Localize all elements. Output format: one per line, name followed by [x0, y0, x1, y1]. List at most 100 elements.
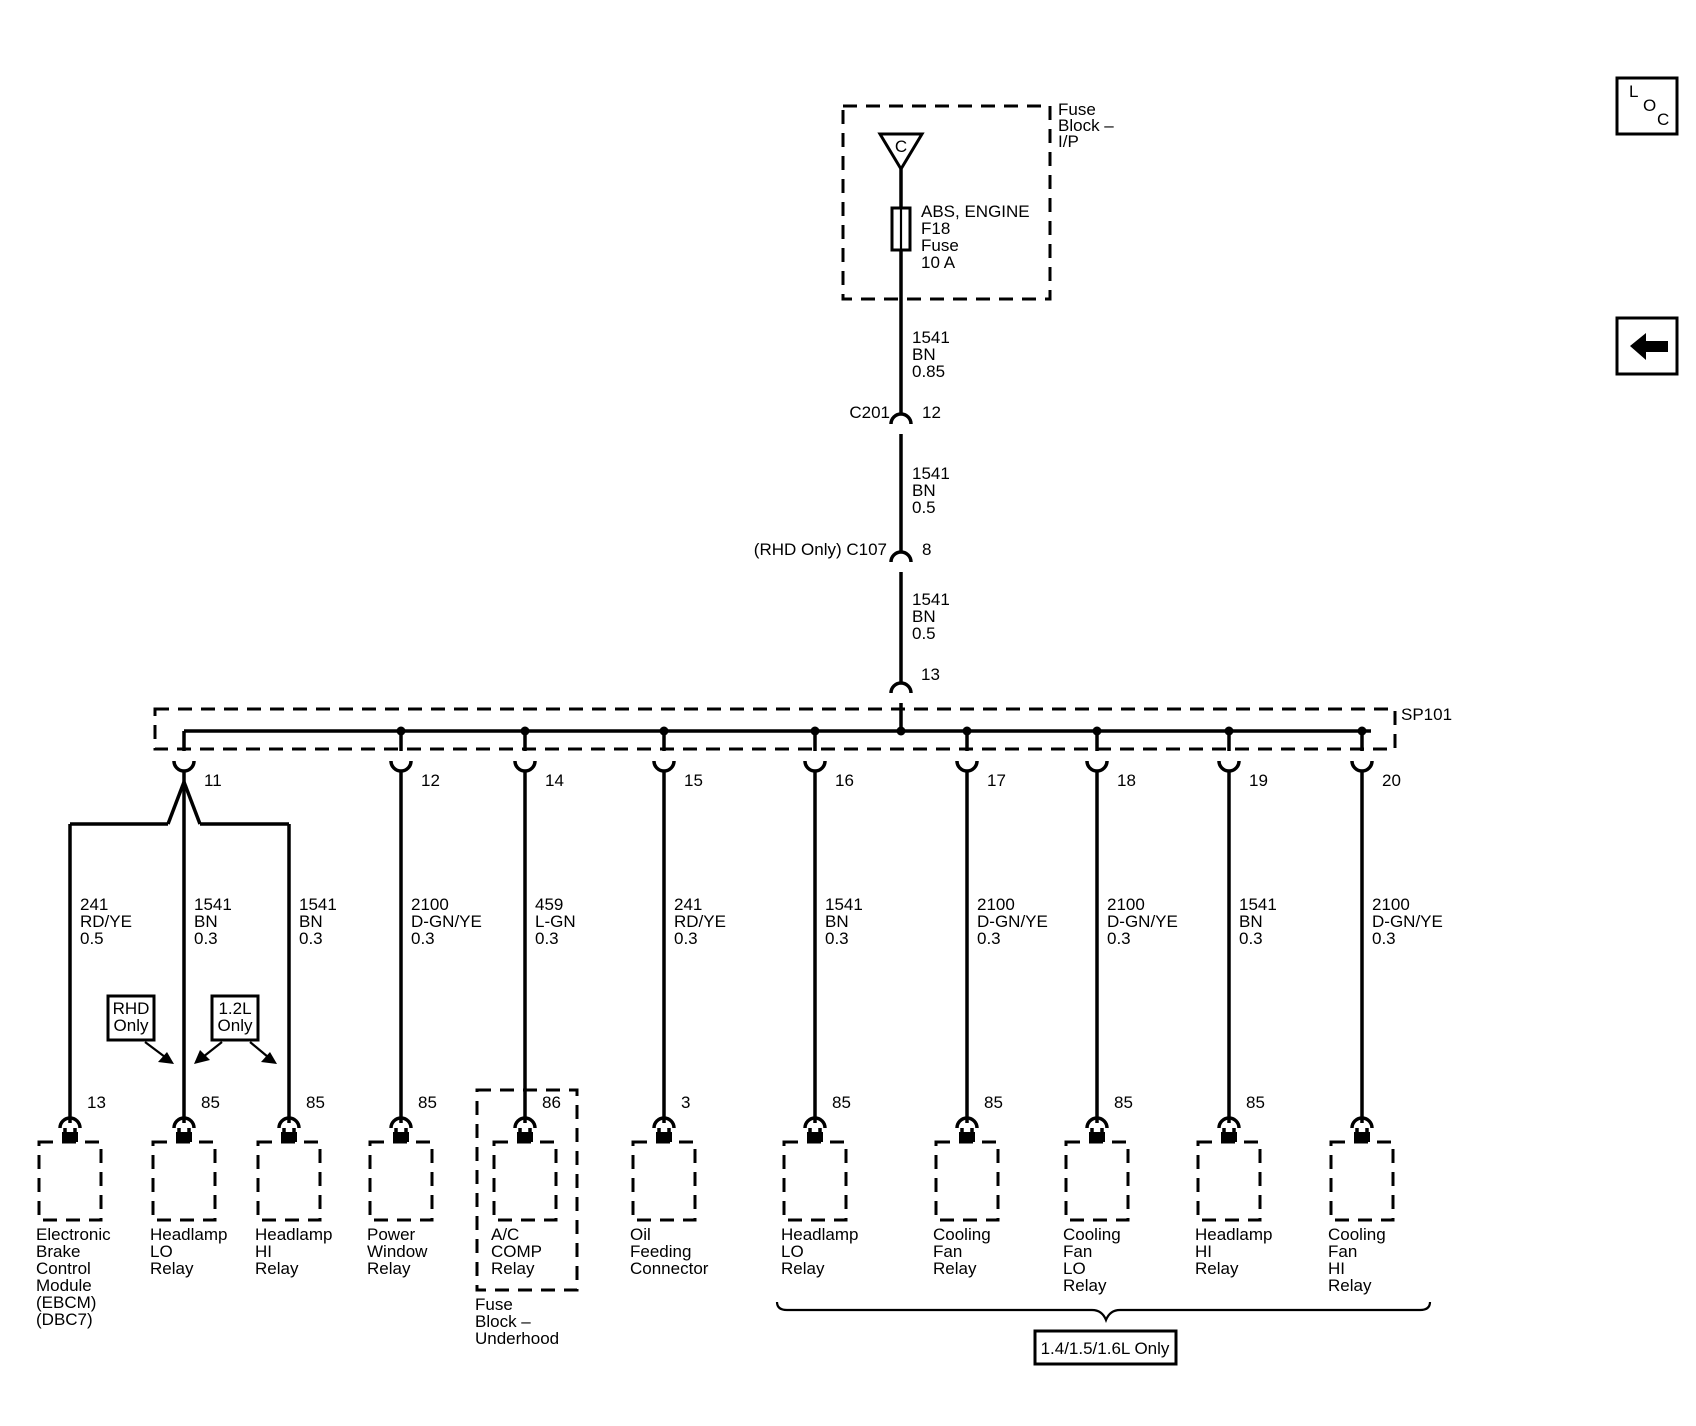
back-button[interactable]	[1615, 316, 1679, 376]
wire-seg2-color: BN	[912, 481, 936, 500]
main-feed-wire: 1541 BN 0.85 1541 BN 0.5 1541 BN 0.5 C20…	[754, 250, 950, 730]
splice-tap-pin: 19	[1249, 771, 1268, 790]
component-pin: 3	[681, 1093, 690, 1112]
splice-tap-pin: 11	[204, 771, 222, 790]
only-12l-left-arrow-icon	[194, 1050, 210, 1064]
splice-tap-pin: 12	[421, 771, 440, 790]
wire-size: 0.3	[977, 929, 1001, 948]
power-source-icon	[877, 132, 925, 172]
fuse-block-ip-label-2: Block –	[1058, 116, 1114, 135]
component-name-line: Cooling	[933, 1225, 991, 1244]
component-name-line: HI	[1195, 1242, 1212, 1261]
wire-size: 0.3	[1107, 929, 1131, 948]
splice-tap-20: 20	[1350, 726, 1401, 1118]
wire-seg3-size: 0.5	[912, 624, 936, 643]
component-name-line: A/C	[491, 1225, 519, 1244]
wire-color: D-GN/YE	[1107, 912, 1178, 931]
component-box	[782, 1140, 848, 1222]
splice-connector-icon	[172, 760, 196, 773]
component-name-line: Fan	[1063, 1242, 1092, 1261]
component-name-line: Brake	[36, 1242, 80, 1261]
splice-tap-14: 14	[513, 726, 564, 1118]
component-name-line: Module	[36, 1276, 92, 1295]
wire-size: 0.3	[825, 929, 849, 948]
wire-circuit-number: 1541	[825, 895, 863, 914]
c201-pin: 12	[922, 403, 941, 422]
component-name-line: Power	[367, 1225, 416, 1244]
wire-circuit-number: 1541	[194, 895, 232, 914]
component-name-line: (EBCM)	[36, 1293, 96, 1312]
component-name-line: Feeding	[630, 1242, 691, 1261]
component-name-line: Headlamp	[781, 1225, 859, 1244]
wire-circuit-number: 1541	[1239, 895, 1277, 914]
wire-size: 0.3	[1239, 929, 1263, 948]
component-name-line: LO	[1063, 1259, 1086, 1278]
component-name-line: Relay	[1195, 1259, 1239, 1278]
splice-connector-icon	[652, 760, 676, 773]
component-name-line: COMP	[491, 1242, 542, 1261]
wire-circuit-number: 241	[674, 895, 702, 914]
fuse-label-2: F18	[921, 219, 950, 238]
component-name-line: Relay	[367, 1259, 411, 1278]
wire-seg1-size: 0.85	[912, 362, 945, 381]
wire-seg2-size: 0.5	[912, 498, 936, 517]
splice-tap-18: 18	[1085, 726, 1136, 1118]
sp101-input-pin: 13	[921, 665, 940, 684]
underhood-label-1: Fuse	[475, 1295, 513, 1314]
wire-seg3-color: BN	[912, 607, 936, 626]
wire-color: RD/YE	[674, 912, 726, 931]
fuse-block-ip: Fuse Block – I/P C ABS, ENGINE F18 Fuse …	[841, 100, 1114, 301]
wire-circuit-number: 459	[535, 895, 563, 914]
wire-color: BN	[194, 912, 218, 931]
splice-tap-pin: 16	[835, 771, 854, 790]
splice-tap-19: 19	[1217, 726, 1268, 1118]
splice-tap-pin: 15	[684, 771, 703, 790]
component-pin: 86	[542, 1093, 561, 1112]
component-name-line: Relay	[1328, 1276, 1372, 1295]
component-box	[631, 1140, 697, 1222]
component-pin: 85	[984, 1093, 1003, 1112]
component-name-line: Window	[367, 1242, 428, 1261]
location-button[interactable]: L O C	[1615, 76, 1679, 136]
loc-letter-l: L	[1629, 82, 1638, 101]
component-box	[256, 1140, 322, 1222]
splice-tap-pin: 17	[987, 771, 1006, 790]
branch-11-split	[68, 781, 291, 1118]
component-name-line: Headlamp	[1195, 1225, 1273, 1244]
wire-color: D-GN/YE	[411, 912, 482, 931]
wire-circuit-number: 2100	[1372, 895, 1410, 914]
component-name-line: Relay	[150, 1259, 194, 1278]
fuse-label-3: Fuse	[921, 236, 959, 255]
component-name-line: HI	[1328, 1259, 1345, 1278]
component-box	[492, 1140, 558, 1222]
left-arrow-icon	[1630, 333, 1668, 360]
component-pin: 85	[1246, 1093, 1265, 1112]
c107-connector-icon	[889, 550, 913, 563]
component-name-line: LO	[781, 1242, 804, 1261]
loc-letter-c: C	[1657, 110, 1669, 129]
only-12l-right-arrow-icon	[261, 1052, 277, 1064]
rhd-only-line-1: RHD	[113, 999, 150, 1018]
component-name-line: Cooling	[1063, 1225, 1121, 1244]
component-box	[37, 1140, 103, 1222]
component-name-line: HI	[255, 1242, 272, 1261]
sp101-input-connector-icon	[889, 681, 913, 694]
only-12l-callout: 1.2L Only	[194, 994, 277, 1064]
wire-circuit-number: 2100	[1107, 895, 1145, 914]
only-12l-line-1: 1.2L	[218, 999, 251, 1018]
fuse-block-ip-label-1: Fuse	[1058, 100, 1096, 119]
fuse-label-4: 10 A	[921, 253, 956, 272]
wire-size: 0.3	[411, 929, 435, 948]
wire-seg3-circuit: 1541	[912, 590, 950, 609]
component-name-line: Relay	[781, 1259, 825, 1278]
